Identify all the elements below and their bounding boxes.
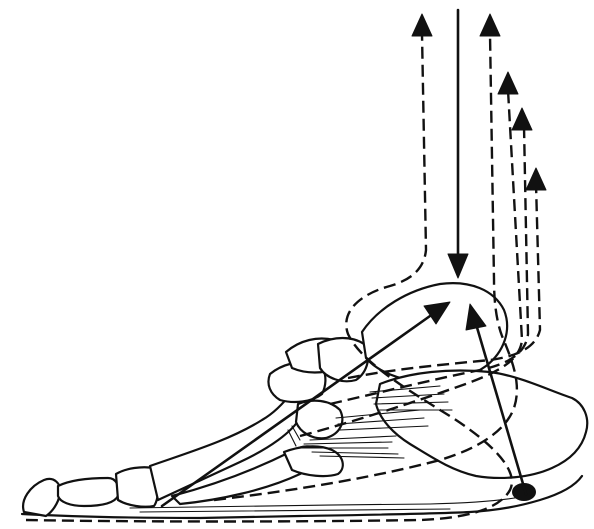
toe-bones [23,467,158,516]
arrowhead-2 [480,14,500,36]
arrowhead-3 [498,72,518,94]
arrowhead-5 [526,168,546,190]
arrowhead-4 [512,108,532,130]
arrowhead-1 [412,14,432,36]
body-weight-arrowhead [448,254,468,278]
